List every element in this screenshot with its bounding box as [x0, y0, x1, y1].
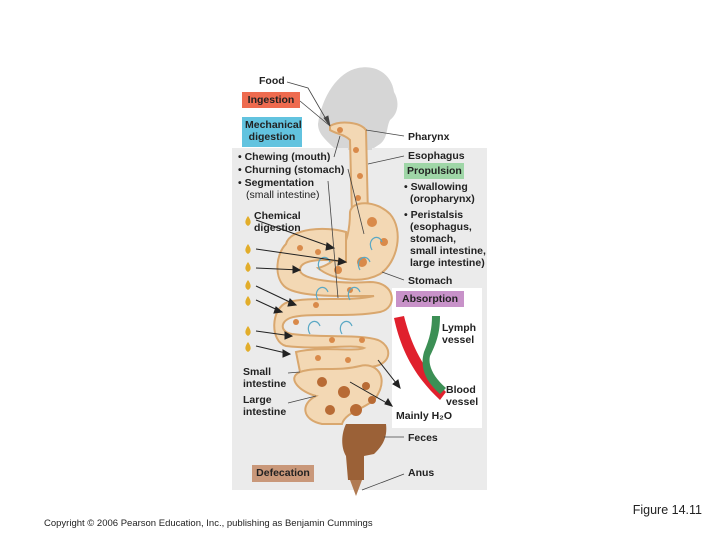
mechanical-item-chewing: • Chewing (mouth): [238, 151, 331, 163]
ingestion-box: Ingestion: [242, 92, 300, 108]
mechanical-item-segmentation: • Segmentation: [238, 177, 315, 189]
mechanical-line-2: digestion: [248, 131, 296, 143]
mechanical-item-churning: • Churning (stomach): [238, 164, 345, 176]
propulsion-item-oropharynx: (oropharynx): [410, 193, 475, 205]
propulsion-item-swallowing: • Swallowing: [404, 181, 468, 193]
mechanical-line-1: Mechanical: [245, 119, 302, 131]
large-intestine-shape: [293, 364, 383, 425]
absorption-box: Absorption: [396, 291, 464, 307]
large-intestine-line-1: Large: [243, 394, 272, 406]
propulsion-list: • Swallowing (oropharynx) • Peristalsis …: [404, 181, 486, 269]
blood-line-2: vessel: [446, 396, 479, 408]
small-intestine-line-2: intestine: [243, 378, 287, 390]
blood-vessel-label: Blood vessel: [446, 384, 478, 408]
lymph-vessel: [422, 316, 446, 394]
propulsion-item-esophagus: (esophagus,: [410, 221, 472, 233]
propulsion-item-peristalsis: • Peristalsis: [404, 209, 464, 221]
pharynx-label: Pharynx: [408, 131, 450, 143]
propulsion-item-small-intestine: small intestine,: [410, 245, 486, 257]
lymph-vessel-label: Lymph vessel: [442, 322, 476, 346]
anus-arrow: [350, 480, 362, 496]
chemical-line-1: Chemical: [254, 210, 301, 222]
feces-label: Feces: [408, 432, 438, 444]
propulsion-item-large-intestine: large intestine): [410, 257, 485, 269]
blood-line-1: Blood: [446, 384, 476, 396]
chemical-line-2: digestion: [254, 222, 301, 234]
absorption-arrows: [349, 359, 401, 407]
absorption-panel: [392, 288, 482, 428]
mechanical-item-small-intestine: (small intestine): [246, 189, 320, 201]
copyright-notice: Copyright © 2006 Pearson Education, Inc.…: [44, 518, 373, 529]
mainly-h2o-label: Mainly H₂O: [396, 410, 453, 422]
large-intestine-label: Large intestine: [243, 394, 286, 418]
food-label: Food: [259, 75, 285, 87]
defecation-box: Defecation: [252, 465, 314, 482]
rectum-feces: [342, 424, 387, 480]
propulsion-item-stomach: stomach,: [410, 233, 457, 245]
chemical-arrows: [255, 219, 348, 358]
large-intestine-line-2: intestine: [243, 406, 287, 418]
lymph-line-1: Lymph: [442, 322, 477, 334]
waste-particles: [317, 377, 376, 416]
lymph-line-2: vessel: [442, 334, 475, 346]
intestine-loop-1: [273, 227, 393, 374]
chemical-digestion-label: Chemical digestion: [254, 210, 301, 234]
leader-lines: [286, 81, 405, 491]
esophagus-label: Esophagus: [408, 150, 465, 162]
anus-label: Anus: [408, 467, 435, 479]
small-intestine-line-1: Small: [243, 366, 272, 378]
propulsion-box: Propulsion: [404, 163, 464, 179]
small-intestine-label: Small intestine: [243, 366, 286, 390]
mechanical-digestion-box: Mechanical digestion: [242, 117, 302, 147]
stomach-label: Stomach: [408, 275, 453, 287]
enzyme-drops: [245, 216, 251, 352]
figure-caption: Figure 14.11: [632, 503, 702, 517]
